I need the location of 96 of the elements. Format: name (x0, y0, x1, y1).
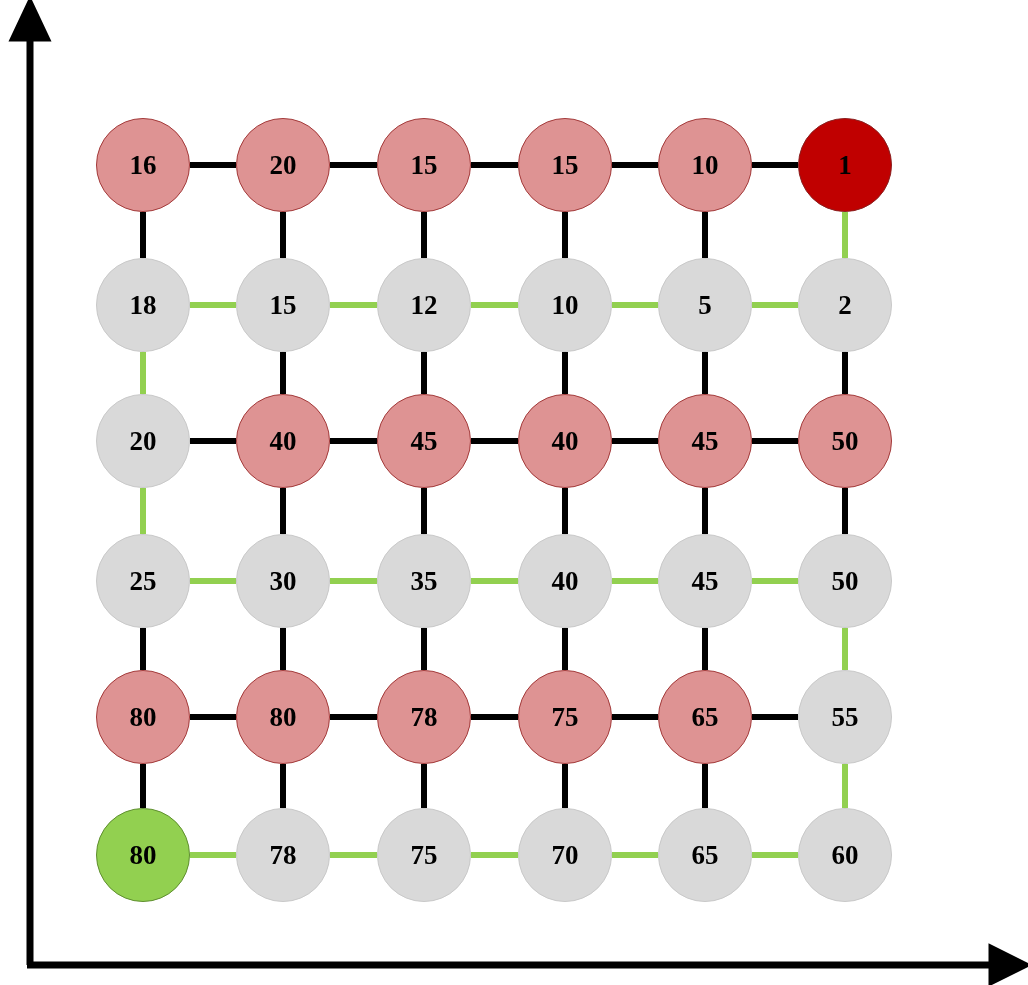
connector-line (280, 212, 286, 258)
connector-line (612, 714, 658, 720)
connector-line (280, 352, 286, 394)
connector-line (752, 714, 798, 720)
connector-line (752, 438, 798, 444)
connector-line (562, 352, 568, 394)
connector-line (612, 852, 658, 858)
connector-line (471, 578, 518, 584)
connector-line (421, 488, 427, 534)
node-value: 50 (831, 425, 859, 457)
node-value: 50 (831, 565, 859, 597)
node-value: 40 (269, 425, 297, 457)
connector-line (842, 212, 848, 258)
connector-line (752, 852, 798, 858)
node-value: 55 (831, 701, 859, 733)
connector-line (471, 302, 518, 308)
connector-line (471, 852, 518, 858)
node-value: 18 (129, 289, 157, 321)
connector-line (140, 488, 146, 534)
node-value: 10 (691, 149, 719, 181)
connector-line (421, 352, 427, 394)
connector-line (140, 352, 146, 394)
node-value: 70 (551, 839, 579, 871)
connector-line (702, 488, 708, 534)
connector-line (190, 302, 236, 308)
connector-line (562, 488, 568, 534)
node-value: 80 (129, 701, 157, 733)
node-value: 40 (551, 565, 579, 597)
connector-line (190, 162, 236, 168)
node-value: 45 (691, 565, 719, 597)
connector-line (471, 162, 518, 168)
connector-line (612, 438, 658, 444)
connector-line (562, 628, 568, 670)
node-value: 80 (129, 839, 157, 871)
connector-line (330, 714, 377, 720)
node-value: 10 (551, 289, 579, 321)
node-value: 15 (551, 149, 579, 181)
connector-line (842, 488, 848, 534)
connector-line (330, 852, 377, 858)
connector-line (190, 438, 236, 444)
connector-line (702, 628, 708, 670)
connector-line (842, 628, 848, 670)
connector-line (471, 714, 518, 720)
connector-line (280, 488, 286, 534)
connector-line (562, 764, 568, 808)
node-value: 20 (129, 425, 157, 457)
connector-line (421, 764, 427, 808)
node-value: 65 (691, 701, 719, 733)
node-value: 25 (129, 565, 157, 597)
node-value: 5 (698, 289, 712, 321)
connector-line (330, 578, 377, 584)
connector-line (330, 162, 377, 168)
node-value: 40 (551, 425, 579, 457)
connector-line (421, 628, 427, 670)
connector-line (421, 212, 427, 258)
connector-line (330, 302, 377, 308)
node-value: 12 (410, 289, 438, 321)
connector-line (752, 302, 798, 308)
node-value: 35 (410, 565, 438, 597)
node-value: 78 (410, 701, 438, 733)
node-value: 2 (838, 289, 852, 321)
connector-line (842, 764, 848, 808)
connector-line (190, 714, 236, 720)
connector-line (330, 438, 377, 444)
node-value: 75 (410, 839, 438, 871)
connector-line (280, 628, 286, 670)
connector-line (752, 162, 798, 168)
connector-line (562, 212, 568, 258)
node-value: 16 (129, 149, 157, 181)
node-value: 1 (838, 149, 852, 181)
node-value: 78 (269, 839, 297, 871)
node-value: 75 (551, 701, 579, 733)
connector-line (471, 438, 518, 444)
connector-line (752, 578, 798, 584)
connector-line (190, 852, 236, 858)
node-value: 80 (269, 701, 297, 733)
connector-line (842, 352, 848, 394)
connector-line (140, 764, 146, 808)
node-value: 45 (410, 425, 438, 457)
connector-line (612, 162, 658, 168)
node-value: 20 (269, 149, 297, 181)
node-value: 30 (269, 565, 297, 597)
connector-line (702, 212, 708, 258)
node-value: 15 (269, 289, 297, 321)
node-value: 45 (691, 425, 719, 457)
connector-line (140, 212, 146, 258)
node-value: 65 (691, 839, 719, 871)
connector-line (702, 352, 708, 394)
connector-line (612, 302, 658, 308)
connector-line (280, 764, 286, 808)
connector-line (702, 764, 708, 808)
node-value: 15 (410, 149, 438, 181)
connector-line (190, 578, 236, 584)
connector-line (140, 628, 146, 670)
node-value: 60 (831, 839, 859, 871)
connector-line (612, 578, 658, 584)
